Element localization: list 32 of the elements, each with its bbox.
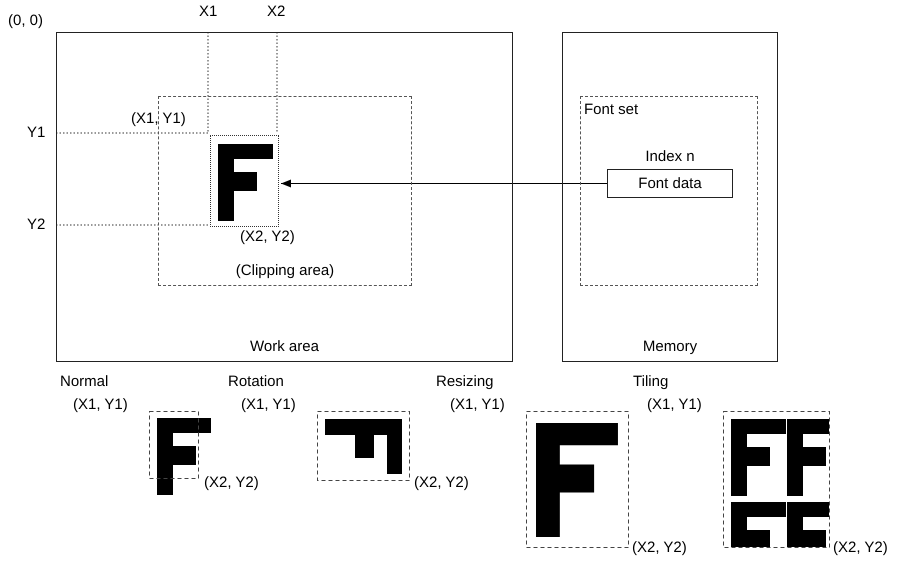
coordinate-label: (X1, Y1) <box>131 110 186 127</box>
coordinate-label: (X2, Y2) <box>414 474 469 491</box>
memory-box <box>562 32 778 362</box>
arrow <box>280 180 608 188</box>
example-heading: Resizing <box>436 373 494 390</box>
work-area-box <box>56 32 513 362</box>
example-heading: Tiling <box>633 373 668 390</box>
box-title: Memory <box>642 338 698 355</box>
font-data-box <box>607 169 733 198</box>
box-title: Font set <box>584 101 638 118</box>
example-heading: Rotation <box>228 373 284 390</box>
index-label: Index n <box>644 148 696 165</box>
coordinate-label: (X2, Y2) <box>632 539 687 556</box>
character-box <box>210 135 279 227</box>
box-title: Work area <box>249 338 320 355</box>
font-set-box <box>580 96 758 286</box>
coordinate-label: (X1, Y1) <box>73 396 128 413</box>
axis-label: X1 <box>199 3 218 20</box>
coordinate-label: (X1, Y1) <box>450 396 505 413</box>
coordinate-label: (X2, Y2) <box>240 228 295 245</box>
box-title: (Clipping area) <box>234 262 336 279</box>
axis-label: Y2 <box>27 216 46 233</box>
box-text: Font data <box>637 174 703 194</box>
axis-label: Y1 <box>27 124 46 141</box>
clipping-area-box <box>158 96 412 286</box>
axis-label: X2 <box>267 3 286 20</box>
coordinate-label: (X2, Y2) <box>204 474 259 491</box>
example-heading: Normal <box>60 373 108 390</box>
coordinate-label: (X2, Y2) <box>833 539 888 556</box>
coordinate-label: (X1, Y1) <box>647 396 702 413</box>
coordinate-label: (0, 0) <box>8 12 44 29</box>
coordinate-label: (X1, Y1) <box>241 396 296 413</box>
